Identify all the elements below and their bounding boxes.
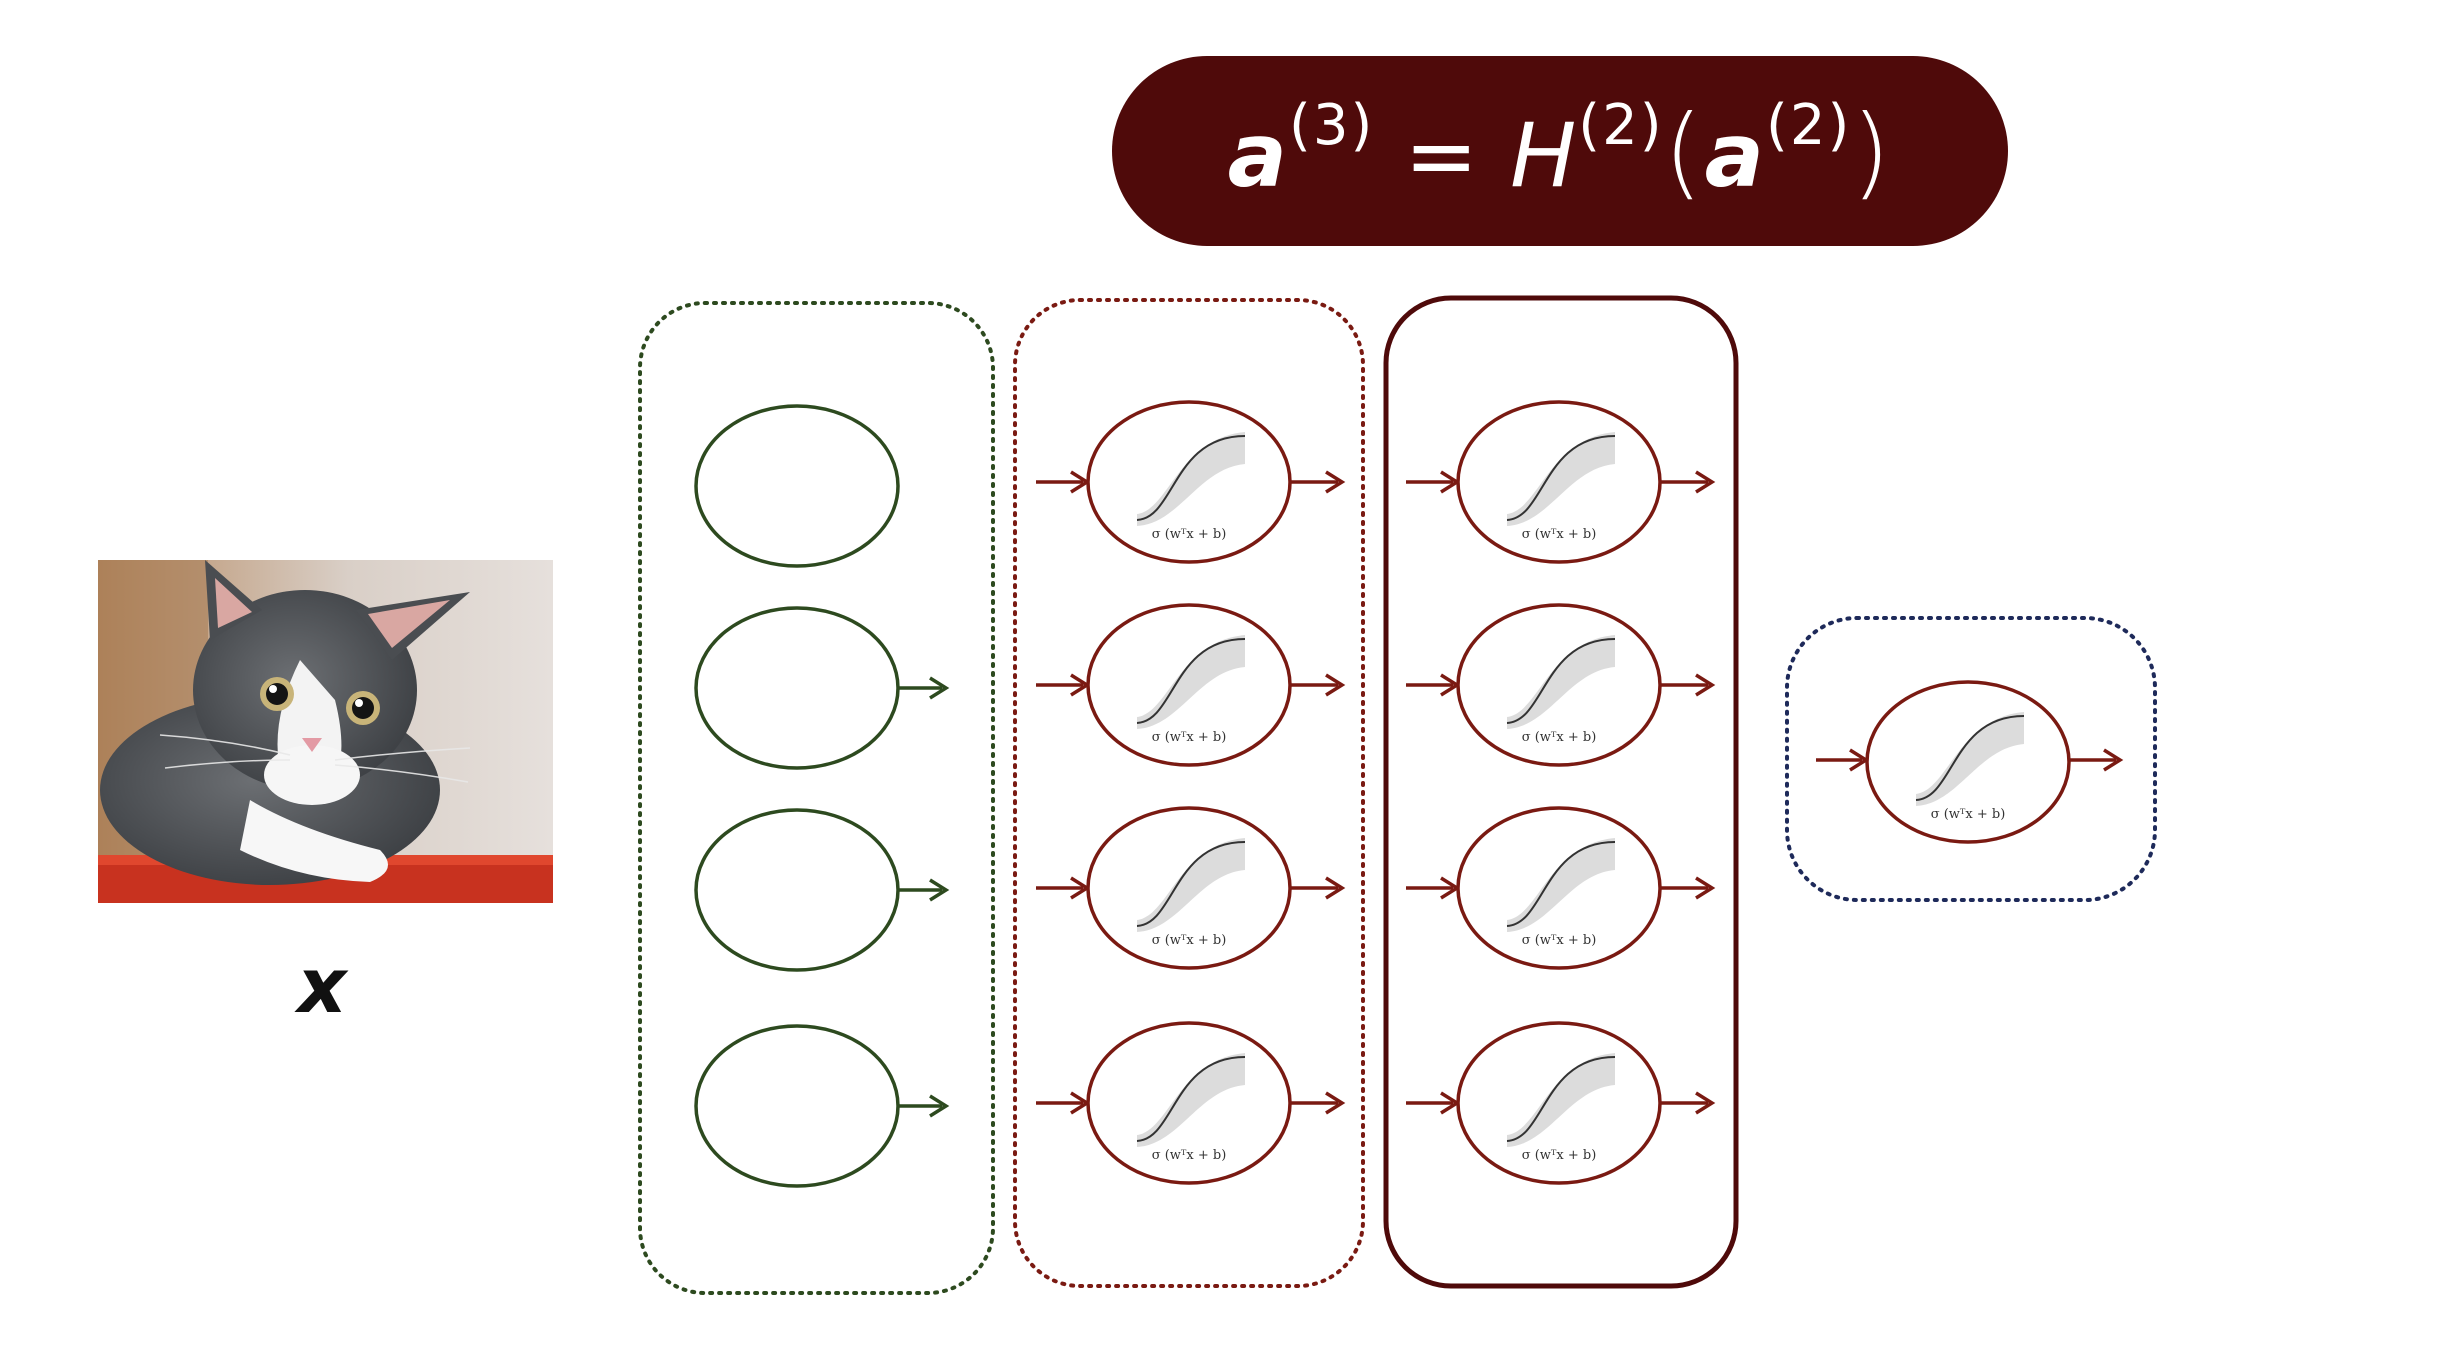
neuron: σ (wᵀx + b)	[1456, 400, 1662, 564]
arrow-head	[929, 1094, 950, 1118]
sigmoid-curve-icon	[1506, 1053, 1616, 1147]
input-layer-frame	[638, 301, 995, 1295]
sigmoid-line	[1136, 638, 1246, 724]
input-label: x	[297, 941, 347, 1030]
uncertainty-band	[1137, 432, 1245, 526]
sigmoid-curve-icon	[1136, 635, 1246, 729]
formula-lhs: a	[1227, 103, 1290, 207]
neuron: σ (wᵀx + b)	[1086, 400, 1292, 564]
input-neuron	[694, 404, 900, 568]
neuron-caption: σ (wᵀx + b)	[1522, 730, 1597, 745]
sigmoid-curve-icon	[1136, 838, 1246, 932]
arrow-head	[1325, 470, 1346, 494]
neuron-caption: σ (wᵀx + b)	[1152, 933, 1227, 948]
formula-text: a(3) = H(2)(a(2))	[1228, 93, 1893, 210]
output-layer: σ (wᵀx + b)	[1785, 616, 2157, 902]
uncertainty-band	[1137, 635, 1245, 729]
input-layer	[638, 301, 995, 1295]
sigmoid-line	[1136, 435, 1246, 521]
input-neuron	[694, 606, 900, 770]
neuron-caption: σ (wᵀx + b)	[1152, 527, 1227, 542]
arrow-head	[2103, 748, 2124, 772]
formula-close-paren: )	[1851, 92, 1893, 210]
uncertainty-band	[1137, 838, 1245, 932]
sigmoid-curve-icon	[1136, 432, 1246, 526]
input-neuron	[694, 1024, 900, 1188]
sigmoid-curve-icon	[1506, 432, 1616, 526]
uncertainty-band	[1507, 1053, 1615, 1147]
formula-open-paren: (	[1663, 92, 1705, 210]
sigmoid-curve-icon	[1506, 838, 1616, 932]
arrow-head	[1695, 470, 1716, 494]
input-neuron	[694, 808, 900, 972]
neuron: σ (wᵀx + b)	[1865, 680, 2071, 844]
output-layer-frame	[1785, 616, 2157, 902]
formula-function: H	[1510, 103, 1579, 207]
neuron-caption: σ (wᵀx + b)	[1522, 527, 1597, 542]
sigmoid-curve-icon	[1506, 635, 1616, 729]
sigmoid-line	[1136, 1056, 1246, 1142]
arrow-head	[1325, 876, 1346, 900]
sigmoid-curve-icon	[1915, 712, 2025, 806]
hidden-layer-1-frame	[1013, 298, 1365, 1288]
neuron-caption: σ (wᵀx + b)	[1522, 933, 1597, 948]
neuron: σ (wᵀx + b)	[1456, 1021, 1662, 1185]
arrow-head	[1695, 876, 1716, 900]
uncertainty-band	[1507, 838, 1615, 932]
sigmoid-line	[1506, 841, 1616, 927]
hidden-layer-2-frame	[1383, 295, 1739, 1289]
neuron: σ (wᵀx + b)	[1456, 806, 1662, 970]
formula-argument: a	[1704, 103, 1766, 207]
arrow-head	[1695, 1091, 1716, 1115]
neuron: σ (wᵀx + b)	[1086, 1021, 1292, 1185]
neuron-caption: σ (wᵀx + b)	[1152, 730, 1227, 745]
formula-argument-superscript: (2)	[1765, 92, 1852, 158]
neuron-caption: σ (wᵀx + b)	[1931, 807, 2006, 822]
sigmoid-line	[1136, 841, 1246, 927]
uncertainty-band	[1916, 712, 2024, 806]
sigmoid-line	[1506, 638, 1616, 724]
sigmoid-line	[1506, 1056, 1616, 1142]
sigmoid-curve-icon	[1136, 1053, 1246, 1147]
arrow-head	[1325, 1091, 1346, 1115]
neuron: σ (wᵀx + b)	[1086, 806, 1292, 970]
neuron-caption: σ (wᵀx + b)	[1522, 1148, 1597, 1163]
neuron: σ (wᵀx + b)	[1086, 603, 1292, 767]
neuron: σ (wᵀx + b)	[1456, 603, 1662, 767]
sigmoid-line	[1915, 715, 2025, 801]
neuron-caption: σ (wᵀx + b)	[1152, 1148, 1227, 1163]
formula-equals: =	[1404, 103, 1481, 207]
arrow-head	[1325, 673, 1346, 697]
formula-function-superscript: (2)	[1578, 92, 1664, 158]
arrow-head	[1695, 673, 1716, 697]
input-image	[98, 560, 553, 903]
formula-banner: a(3) = H(2)(a(2))	[1112, 56, 2008, 246]
formula-lhs-superscript: (3)	[1289, 92, 1375, 158]
arrow-head	[929, 878, 950, 902]
hidden-layer-1: σ (wᵀx + b) σ (wᵀx + b) σ (wᵀx + b) σ (wᵀx …	[1013, 298, 1365, 1288]
uncertainty-band	[1507, 635, 1615, 729]
uncertainty-band	[1137, 1053, 1245, 1147]
arrow-head	[929, 676, 950, 700]
sigmoid-line	[1506, 435, 1616, 521]
uncertainty-band	[1507, 432, 1615, 526]
hidden-layer-2: σ (wᵀx + b) σ (wᵀx + b) σ (wᵀx + b) σ (wᵀx …	[1383, 295, 1739, 1289]
